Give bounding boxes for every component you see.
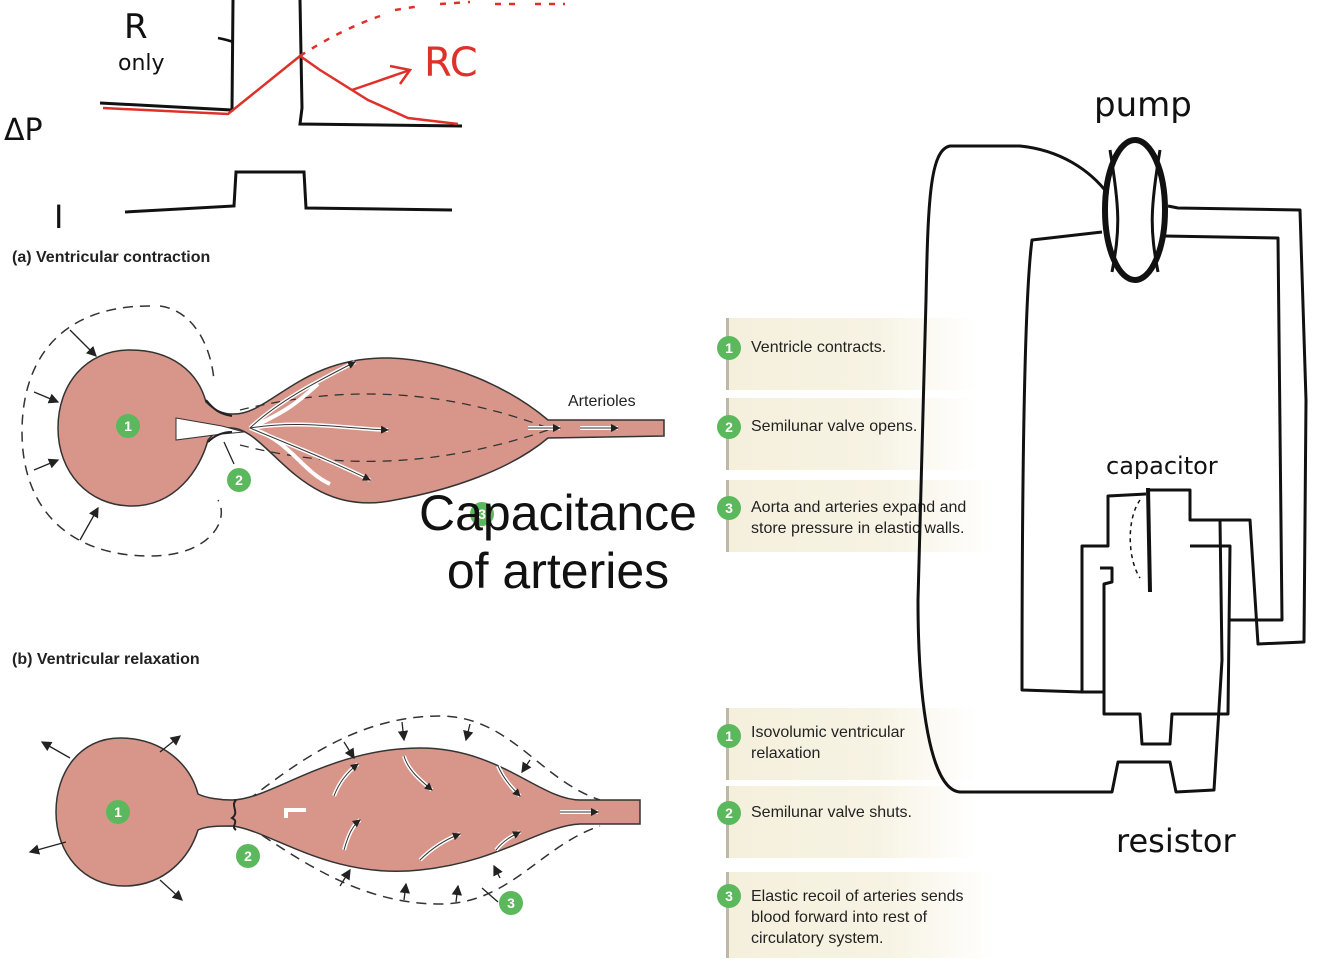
marker-b-1 <box>106 800 130 824</box>
marker-a-3 <box>470 502 494 526</box>
step-a-3: 3 Aorta and arteries expand and store pr… <box>717 480 996 552</box>
step-b-3: 3 Elastic recoil of arteries sends blood… <box>717 872 996 958</box>
step-b-2-number: 2 <box>717 801 741 825</box>
step-b-3-line-1: Elastic recoil of arteries sends <box>751 888 964 905</box>
marker-b-3 <box>499 891 523 915</box>
marker-a-1-text: 1 <box>124 418 132 434</box>
arterioles-label: Arterioles <box>568 393 636 410</box>
step-b-1: 1 Isovolumic ventricular relaxation <box>717 708 976 780</box>
step-b-3-number: 3 <box>717 884 741 908</box>
step-b-1-number: 1 <box>717 724 741 748</box>
step-b-3-line-2: blood forward into rest of <box>751 909 928 926</box>
marker-a-1 <box>116 414 140 438</box>
step-b-2: 2 Semilunar valve shuts. <box>717 786 976 858</box>
marker-a-3-text: 3 <box>478 506 486 522</box>
step-b-1-line-2: relaxation <box>751 745 821 762</box>
step-a-1: 1 Ventricle contracts. <box>717 318 976 390</box>
marker-b-2-text: 2 <box>244 848 252 864</box>
contraction-illustration <box>21 305 665 557</box>
pump-label: pump <box>1094 85 1192 125</box>
overlay-line-2: of arteries <box>446 543 670 599</box>
relaxation-illustration <box>28 715 641 905</box>
r-label: R <box>124 7 148 47</box>
overlay-line-1: Capacitance <box>419 485 697 541</box>
rc-label: RC <box>424 40 478 86</box>
step-b-1-line-1: Isovolumic ventricular <box>751 724 905 741</box>
capacitance-overlay-title: Capacitance of arteries <box>380 484 736 600</box>
current-trace <box>124 170 453 214</box>
step-a-3-text: Aorta and arteries expand and store pres… <box>751 497 966 539</box>
step-b-1-text: Isovolumic ventricular relaxation <box>751 722 905 764</box>
step-a-2-text: Semilunar valve opens. <box>751 418 918 435</box>
step-a-3-line-2: store pressure in elastic walls. <box>751 520 965 537</box>
step-a-3-number: 3 <box>717 496 741 520</box>
resistor-label: resistor <box>1116 822 1237 860</box>
step-a-1-text: Ventricle contracts. <box>751 339 887 356</box>
relaxed-ventricle-and-aorta-shape <box>55 737 641 887</box>
marker-a-2 <box>227 468 251 492</box>
step-b-3-text: Elastic recoil of arteries sends blood f… <box>751 886 964 949</box>
marker-b-2 <box>236 844 260 868</box>
marker-b-1-text: 1 <box>114 804 122 820</box>
only-label: only <box>118 51 165 76</box>
circuit-wires <box>916 144 1308 794</box>
step-a-2: 2 Semilunar valve opens. <box>717 398 976 470</box>
step-b-2-text: Semilunar valve shuts. <box>751 804 912 821</box>
step-a-1-number: 1 <box>717 336 741 360</box>
section-a-title: (a) Ventricular contraction <box>12 249 210 266</box>
pump-symbol <box>1102 137 1168 283</box>
marker-b-3-text: 3 <box>507 895 515 911</box>
i-label: I <box>54 198 63 236</box>
step-a-3-line-1: Aorta and arteries expand and <box>751 499 967 516</box>
section-b-title: (b) Ventricular relaxation <box>12 651 200 668</box>
delta-p-label: ΔP <box>4 113 43 148</box>
step-b-3-line-3: circulatory system. <box>751 930 884 947</box>
step-a-2-number: 2 <box>717 415 741 439</box>
marker-a-2-text: 2 <box>235 472 243 488</box>
capacitor-label: capacitor <box>1106 452 1218 480</box>
pressure-current-graph: R only RC ΔP I <box>4 0 565 236</box>
rc-trace <box>102 54 459 126</box>
